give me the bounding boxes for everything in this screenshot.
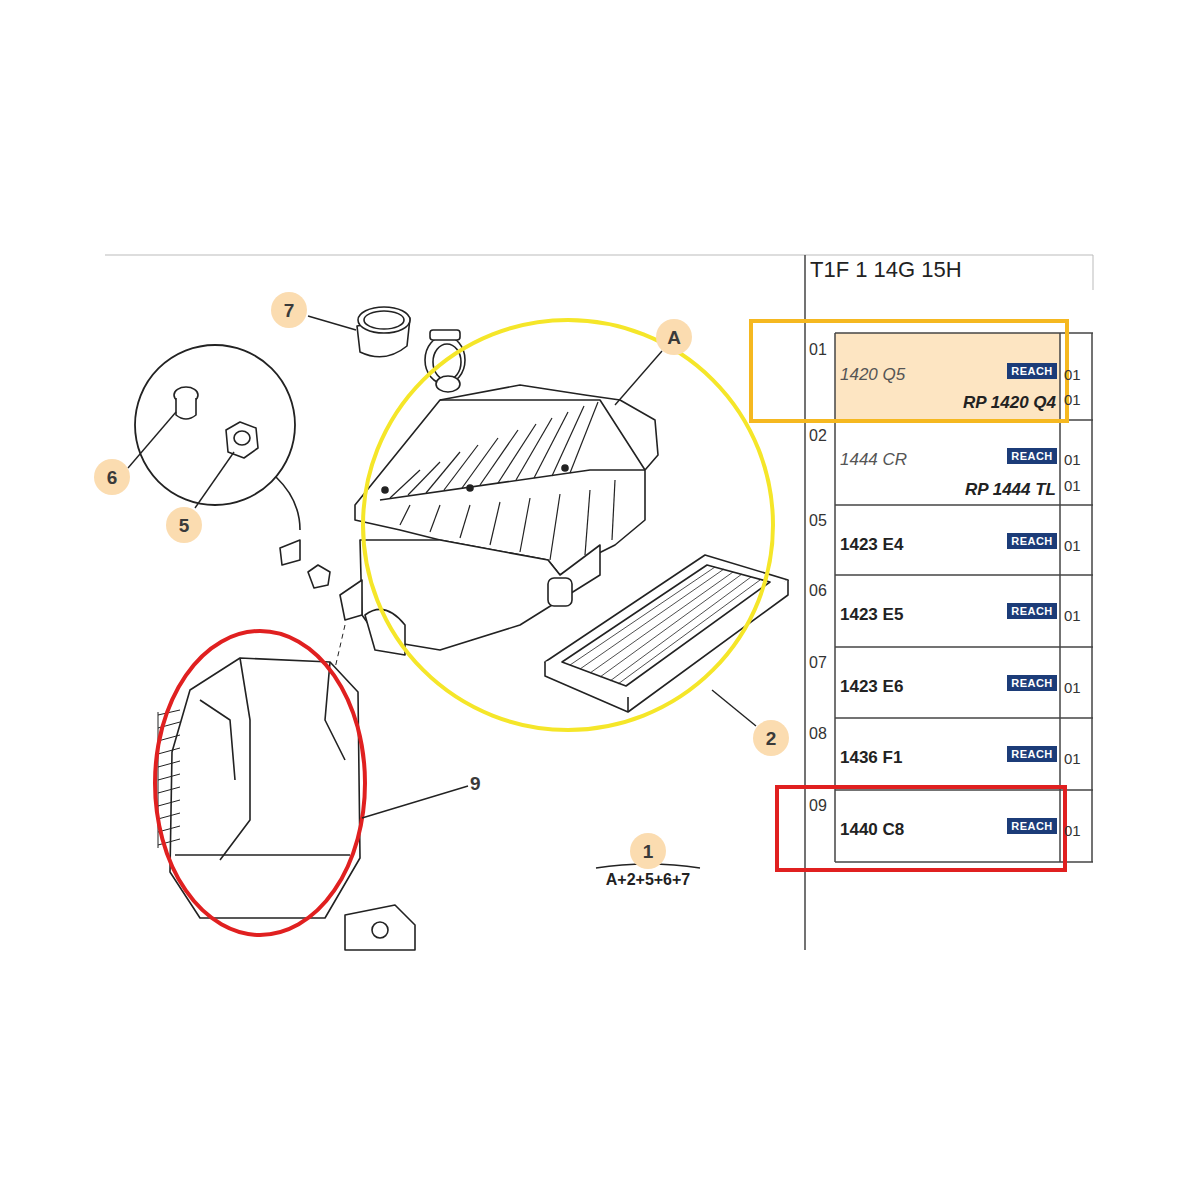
kit-composition: A+2+5+6+7 bbox=[606, 871, 691, 889]
quantity: 01 bbox=[1064, 538, 1081, 555]
quantity: 01 bbox=[1064, 751, 1081, 768]
callout-circle: 5 bbox=[166, 507, 202, 543]
orange-highlight bbox=[751, 321, 1067, 421]
callout-circle: A bbox=[656, 319, 692, 355]
reach-badge: REACH bbox=[1007, 603, 1057, 619]
part-number: 1423 E4 bbox=[840, 536, 903, 555]
row-index: 01 bbox=[809, 341, 827, 359]
quantity: 01 bbox=[1064, 680, 1081, 697]
part-number: 1440 C8 bbox=[840, 821, 904, 840]
yellow-circle bbox=[363, 320, 773, 730]
table-rules bbox=[105, 255, 1093, 290]
quantity: 01 bbox=[1064, 367, 1081, 384]
table-grid bbox=[805, 255, 1093, 950]
row-index: 02 bbox=[809, 427, 827, 445]
callout-number: 2 bbox=[766, 729, 777, 748]
leader-lines bbox=[128, 316, 756, 868]
row-index: 08 bbox=[809, 725, 827, 743]
table-header: T1F 1 14G 15H bbox=[810, 258, 962, 282]
row-index: 06 bbox=[809, 582, 827, 600]
part-number: 1444 CR bbox=[840, 451, 907, 470]
quantity: 01 bbox=[1064, 452, 1081, 469]
replacement-part-number: RP 1444 TL bbox=[965, 481, 1056, 500]
callout-circle: 7 bbox=[271, 292, 307, 328]
reach-badge: REACH bbox=[1007, 746, 1057, 762]
quantity: 01 bbox=[1064, 823, 1081, 840]
reach-badge: REACH bbox=[1007, 818, 1057, 834]
callout-circle: 2 bbox=[753, 720, 789, 756]
quantity: 01 bbox=[1064, 608, 1081, 625]
part-number: 1420 Q5 bbox=[840, 366, 905, 385]
callout-number: 5 bbox=[179, 516, 190, 535]
part-number: 1423 E6 bbox=[840, 678, 903, 697]
row-index: 09 bbox=[809, 797, 827, 815]
callout-number: 9 bbox=[470, 774, 481, 795]
callout-number: 6 bbox=[107, 468, 118, 487]
red-circle bbox=[155, 631, 365, 935]
quantity: 01 bbox=[1064, 392, 1081, 409]
callout-number: 7 bbox=[284, 301, 295, 320]
reach-badge: REACH bbox=[1007, 363, 1057, 379]
callout-number: A bbox=[667, 328, 681, 347]
quantity: 01 bbox=[1064, 478, 1081, 495]
callout-circle: 6 bbox=[94, 459, 130, 495]
row-highlight-fill bbox=[835, 333, 1060, 420]
callout-number: 1 bbox=[643, 842, 654, 861]
part-number: 1423 E5 bbox=[840, 606, 903, 625]
airbox-drawing bbox=[135, 307, 788, 950]
red-highlight bbox=[777, 787, 1065, 870]
reach-badge: REACH bbox=[1007, 533, 1057, 549]
row-index: 05 bbox=[809, 512, 827, 530]
replacement-part-number: RP 1420 Q4 bbox=[963, 394, 1056, 413]
row-index: 07 bbox=[809, 654, 827, 672]
callout-circle: 1 bbox=[630, 833, 666, 869]
reach-badge: REACH bbox=[1007, 675, 1057, 691]
reach-badge: REACH bbox=[1007, 448, 1057, 464]
part-number: 1436 F1 bbox=[840, 749, 902, 768]
